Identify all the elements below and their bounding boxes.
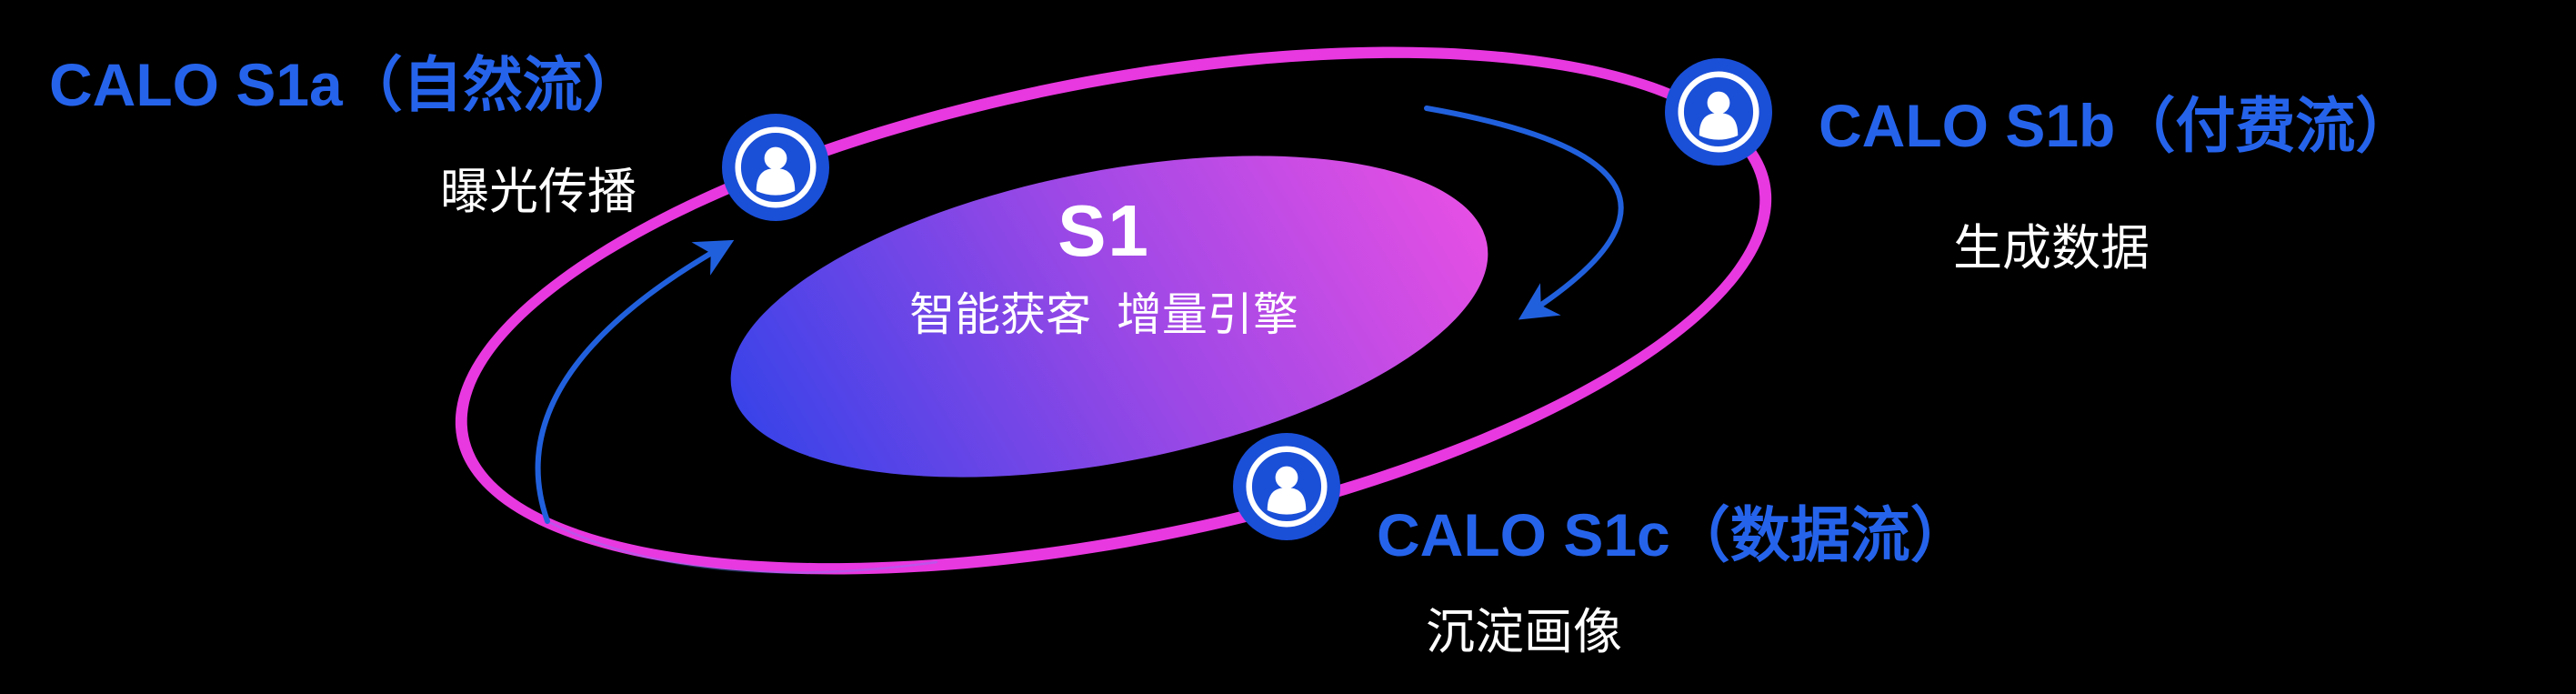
sublabel-s1b: 生成数据: [1953, 221, 2150, 276]
node-s1b: [1665, 58, 1772, 166]
sublabel-s1c: 沉淀画像: [1426, 605, 1622, 659]
node-s1a: [722, 114, 829, 221]
sublabel-s1a: 曝光传播: [440, 165, 636, 219]
core-title: S1: [1057, 190, 1150, 271]
person-badge-icon: [722, 114, 829, 221]
person-badge-icon: [1233, 433, 1340, 540]
arrow-left-up: [535, 239, 735, 524]
label-s1b: CALO S1b（付费流）: [1819, 92, 2416, 159]
person-badge-icon: [1665, 58, 1772, 166]
label-s1a: CALO S1a（自然流）: [49, 51, 643, 118]
arrow-right-down: [1424, 106, 1624, 320]
node-s1c: [1233, 433, 1340, 540]
label-s1c: CALO S1c（数据流）: [1377, 501, 1970, 568]
arrow-tail-faint: [546, 519, 938, 574]
core-text: S1 智能获客 增量引擎: [831, 193, 1377, 344]
core-subtitle: 智能获客 增量引擎: [909, 289, 1298, 340]
